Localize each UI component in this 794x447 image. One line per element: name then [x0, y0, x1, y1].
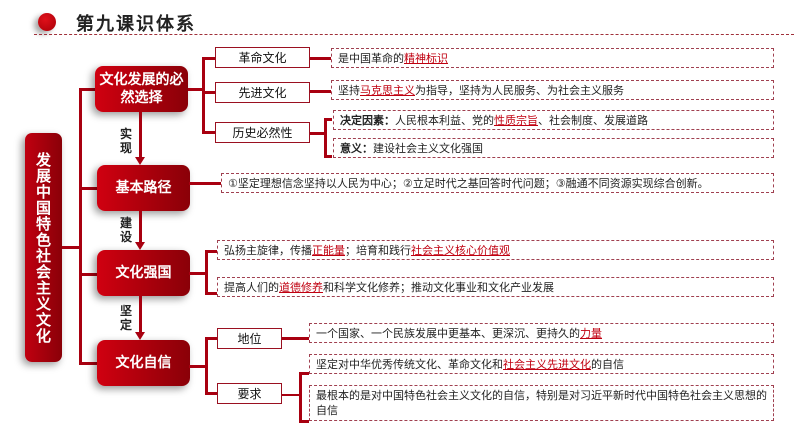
- arrow-line: [139, 112, 142, 158]
- sub-status: 地位: [217, 328, 282, 349]
- text-box: 坚持马克思主义为指导，坚持为人民服务、为社会主义服务: [331, 80, 774, 100]
- connector: [282, 337, 309, 340]
- sub-historical-inevitability: 历史必然性: [215, 122, 310, 143]
- text: ；培育和践行: [345, 243, 411, 257]
- connector: [79, 362, 97, 365]
- connector: [188, 88, 203, 91]
- key-term: 马克思主义: [360, 83, 415, 97]
- bracket: [324, 118, 332, 121]
- connector: [189, 272, 207, 275]
- arrow-label: 坚定: [120, 304, 133, 332]
- arrow-label: 实现: [120, 127, 133, 155]
- text: 和科学文化修养；推动文化事业和文化产业发展: [323, 280, 554, 294]
- text-box: 提高人们的道德修养和科学文化修养；推动文化事业和文化产业发展: [217, 277, 774, 297]
- text: ①坚定理想信念坚持以人民为中心；②立足时代之基回答时代问题；③融通不同资源实现综…: [228, 176, 709, 190]
- connector: [79, 88, 96, 91]
- text: 为指导，坚持为人民服务、为社会主义服务: [415, 83, 624, 97]
- text: 、社会制度、发展道路: [538, 113, 648, 127]
- connector: [282, 394, 300, 396]
- arrow-down-icon: [135, 332, 145, 340]
- text: 建设社会主义文化强国: [373, 141, 483, 155]
- bracket: [205, 250, 208, 295]
- sub-requirement: 要求: [217, 383, 282, 404]
- bracket: [205, 392, 217, 395]
- text: 坚持: [338, 83, 360, 97]
- connector: [79, 273, 97, 276]
- bracket: [205, 337, 208, 395]
- text: 提高人们的: [224, 280, 279, 294]
- arrow-down-icon: [135, 242, 145, 250]
- connector: [310, 132, 324, 135]
- text: 人民根本利益、党的: [395, 113, 494, 127]
- connector: [310, 90, 331, 93]
- text: 一个国家、一个民族发展中更基本、更深沉、更持久的: [316, 326, 580, 340]
- arrow-label: 建设: [120, 216, 133, 244]
- text: 弘扬主旋律，传播: [224, 243, 312, 257]
- connector: [202, 91, 215, 94]
- text: 是中国革命的: [338, 51, 404, 65]
- connector: [202, 57, 215, 60]
- connector: [62, 246, 80, 249]
- root-node: 发展中国特色社会主义文化: [25, 133, 62, 362]
- text-box: ①坚定理想信念坚持以人民为中心；②立足时代之基回答时代问题；③融通不同资源实现综…: [221, 173, 774, 193]
- text-box: 是中国革命的精神标识: [331, 48, 774, 68]
- bracket: [205, 337, 217, 340]
- text: 的自信: [591, 357, 624, 371]
- sub-revolutionary-culture: 革命文化: [215, 47, 310, 68]
- connector: [310, 57, 331, 60]
- label: 意义：: [340, 141, 373, 155]
- bracket: [299, 372, 302, 423]
- connector: [189, 365, 207, 368]
- text-box: 最根本的是对中国特色社会主义文化的自信，特别是对习近平新时代中国特色社会主义思想…: [309, 385, 774, 421]
- key-term: 社会主义核心价值观: [411, 243, 510, 257]
- arrow-down-icon: [135, 157, 145, 165]
- node-inevitable-choice: 文化发展的必然选择: [95, 66, 188, 112]
- key-term: 力量: [580, 326, 602, 340]
- connector: [79, 187, 97, 190]
- connector: [189, 182, 221, 185]
- bracket: [324, 118, 327, 158]
- bracket: [299, 372, 309, 375]
- connector: [202, 57, 205, 134]
- key-term: 道德修养: [279, 280, 323, 294]
- bracket: [299, 420, 309, 423]
- label: 决定因素：: [340, 113, 395, 127]
- text-box: 意义：建设社会主义文化强国: [333, 138, 774, 158]
- key-term: 性质宗旨: [494, 113, 538, 127]
- key-term: 社会主义先进文化: [503, 357, 591, 371]
- key-term: 精神标识: [404, 51, 448, 65]
- text: 坚定对中华优秀传统文化、革命文化和: [316, 357, 503, 371]
- bracket: [205, 292, 217, 295]
- bracket: [324, 155, 332, 158]
- bracket: [205, 250, 217, 253]
- node-cultural-confidence: 文化自信: [97, 340, 190, 386]
- connector: [79, 88, 82, 365]
- arrow-line: [139, 211, 142, 243]
- text-box: 一个国家、一个民族发展中更基本、更深沉、更持久的力量: [309, 323, 774, 343]
- node-cultural-power: 文化强国: [97, 250, 190, 296]
- text-box: 决定因素：人民根本利益、党的性质宗旨、社会制度、发展道路: [333, 110, 774, 130]
- sub-advanced-culture: 先进文化: [215, 82, 310, 103]
- text: 最根本的是对中国特色社会主义文化的自信，特别是对习近平新时代中国特色社会主义思想…: [316, 389, 767, 417]
- node-basic-path: 基本路径: [97, 165, 190, 211]
- title-divider: [34, 34, 794, 35]
- text-box: 弘扬主旋律，传播正能量；培育和践行社会主义核心价值观: [217, 240, 774, 260]
- bullet-icon: [38, 13, 56, 31]
- connector: [202, 131, 215, 134]
- page-title: 第九课识体系: [76, 14, 196, 35]
- text-box: 坚定对中华优秀传统文化、革命文化和社会主义先进文化的自信: [309, 354, 774, 374]
- key-term: 正能量: [312, 243, 345, 257]
- arrow-line: [139, 296, 142, 333]
